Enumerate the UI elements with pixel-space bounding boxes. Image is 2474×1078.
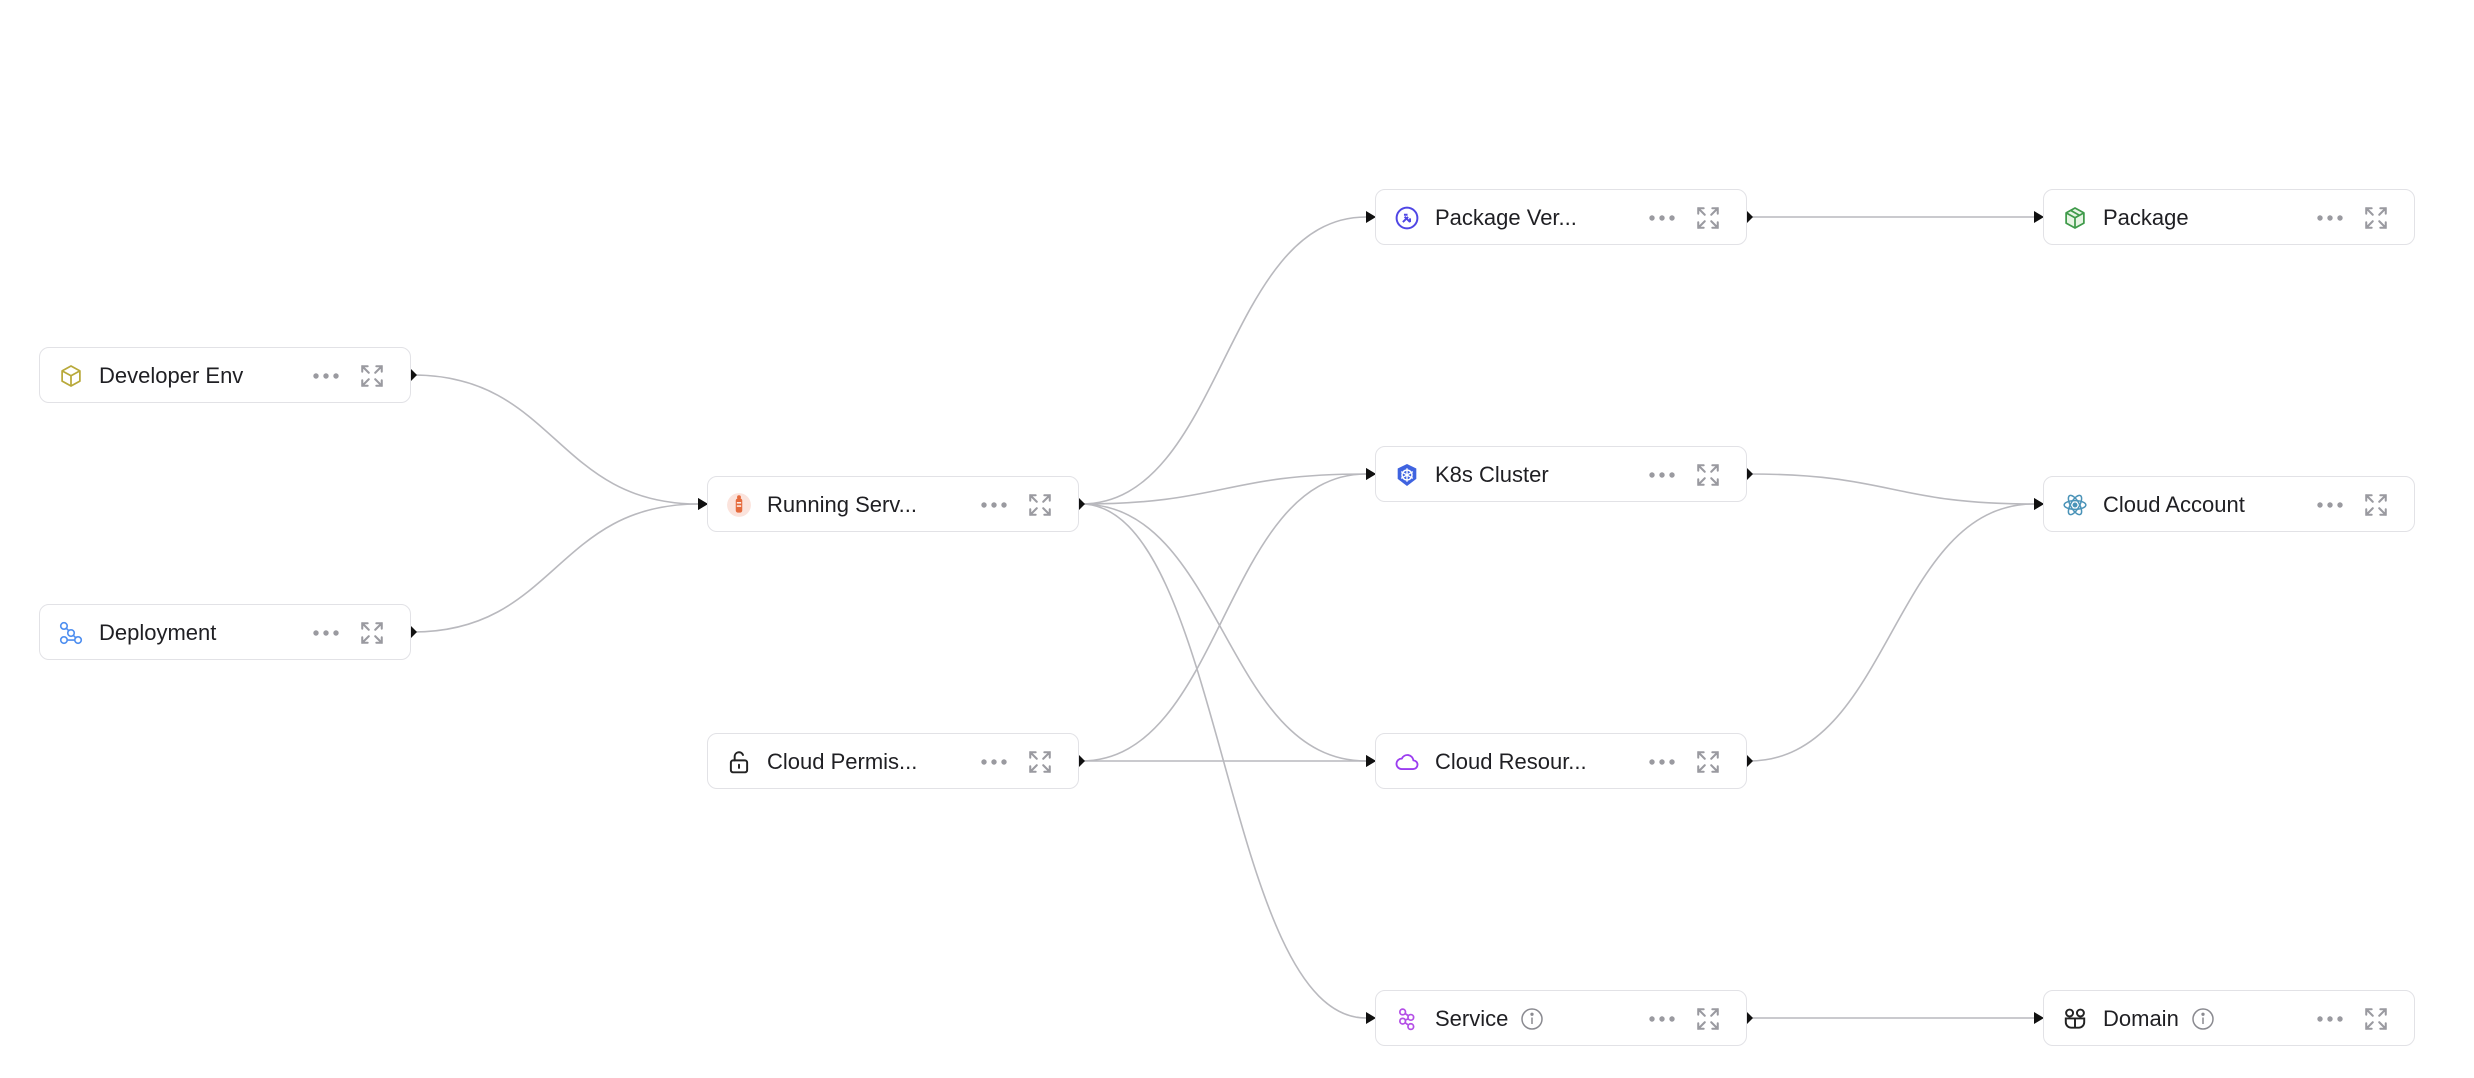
unlock-icon [726,749,752,775]
more-options-icon[interactable] [1647,208,1677,228]
info-icon[interactable] [2191,1007,2215,1031]
edge-running_service-to-k8s_cluster [1080,473,1367,505]
atom-icon [2062,492,2088,518]
node-label: Running Serv... [767,492,918,517]
package-icon [2062,205,2088,231]
expand-icon[interactable] [2363,205,2389,231]
edge-k8s_cluster-to-cloud_account [1748,473,2035,505]
node-k8s-cluster[interactable]: K8s Cluster [1375,446,1747,502]
expand-icon[interactable] [1695,1006,1721,1032]
node-cloud-account[interactable]: Cloud Account [2043,476,2415,532]
node-label: Package Ver... [1435,205,1577,230]
info-icon[interactable] [1520,1007,1544,1031]
more-options-icon[interactable] [1647,752,1677,772]
more-options-icon[interactable] [2315,1009,2345,1029]
node-domain[interactable]: Domain [2043,990,2415,1046]
more-options-icon[interactable] [2315,208,2345,228]
node-label: K8s Cluster [1435,462,1549,487]
more-options-icon[interactable] [2315,495,2345,515]
edge-cloud_resource-to-cloud_account [1748,503,2035,762]
node-deployment[interactable]: Deployment [39,604,411,660]
runner-icon [726,492,752,518]
node-running-service[interactable]: Running Serv... [707,476,1079,532]
node-label: Developer Env [99,363,244,388]
more-options-icon[interactable] [1647,1009,1677,1029]
node-label: Cloud Account [2103,492,2245,517]
expand-icon[interactable] [1695,749,1721,775]
node-developer-env[interactable]: Developer Env [39,347,411,403]
deployment-icon [58,620,84,646]
expand-icon[interactable] [1695,205,1721,231]
expand-icon[interactable] [1027,492,1053,518]
expand-icon[interactable] [1695,462,1721,488]
expand-icon[interactable] [2363,1006,2389,1032]
service-icon [1394,1006,1420,1032]
node-label: Cloud Resour... [1435,749,1587,774]
edge-developer_env-to-running_service [412,374,699,505]
expand-icon[interactable] [2363,492,2389,518]
node-cloud-permission[interactable]: Cloud Permis... [707,733,1079,789]
edge-running_service-to-cloud_resource [1080,503,1367,762]
node-label: Package [2103,205,2189,230]
edge-running_service-to-service [1080,503,1367,1019]
expand-icon[interactable] [359,363,385,389]
kubernetes-icon [1394,462,1420,488]
node-label: Cloud Permis... [767,749,918,774]
cloud-icon [1394,749,1420,775]
node-package-version[interactable]: Package Ver... [1375,189,1747,245]
edge-running_service-to-package_version [1080,216,1367,505]
more-options-icon[interactable] [1647,465,1677,485]
domain-icon [2062,1006,2088,1032]
node-label: Service [1435,1006,1509,1031]
expand-icon[interactable] [1027,749,1053,775]
edge-deployment-to-running_service [412,503,699,633]
expand-icon[interactable] [359,620,385,646]
package-version-icon [1394,205,1420,231]
node-cloud-resource[interactable]: Cloud Resour... [1375,733,1747,789]
more-options-icon[interactable] [979,752,1009,772]
node-label: Deployment [99,620,217,645]
more-options-icon[interactable] [311,623,341,643]
node-package[interactable]: Package [2043,189,2415,245]
more-options-icon[interactable] [979,495,1009,515]
node-label: Domain [2103,1006,2179,1031]
edge-cloud_permission-to-k8s_cluster [1080,473,1367,762]
more-options-icon[interactable] [311,366,341,386]
node-service[interactable]: Service [1375,990,1747,1046]
cube-icon [58,363,84,389]
